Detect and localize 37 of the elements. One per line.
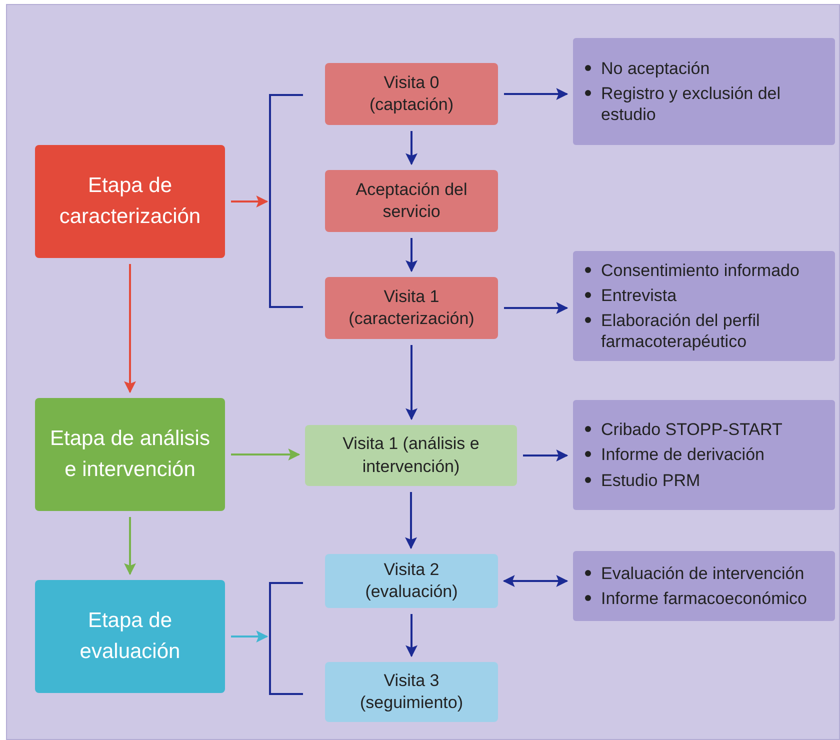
note-box: [573, 400, 835, 510]
arrow: [231, 448, 300, 460]
bullet-item: Informe de derivación: [601, 444, 764, 466]
stage-box: Etapa de análisis e intervención: [35, 398, 225, 511]
arrow: [523, 450, 568, 462]
bullet-item: No aceptación: [601, 58, 710, 79]
arrow: [504, 88, 568, 100]
arrow: [406, 131, 418, 166]
stage-box: Etapa de caracterización: [35, 145, 225, 258]
bullet-item: Elaboración del perfil farmacoterapéutico: [601, 310, 761, 352]
bullet-item: Evaluación de intervención: [601, 562, 804, 584]
visit-box: Visita 3 (seguimiento): [325, 662, 498, 722]
bullet-item: Registro y exclusión del estudio: [601, 82, 782, 126]
arrow: [124, 264, 136, 394]
bullet-item: Estudio PRM: [601, 470, 700, 491]
arrow: [406, 345, 418, 420]
arrow: [406, 238, 418, 272]
visit-box: Aceptación del servicio: [325, 170, 498, 232]
arrow: [231, 196, 268, 208]
note-box: [573, 551, 835, 621]
bullet-item: Informe farmacoeconómico: [601, 588, 807, 610]
visit-box: Visita 0 (captación): [325, 63, 498, 125]
arrow: [502, 575, 568, 587]
arrow: [405, 492, 417, 550]
arrow: [231, 630, 268, 642]
stage-box: Etapa de evaluación: [35, 580, 225, 693]
arrow: [504, 302, 568, 314]
visit-box: Visita 1 (caracterización): [325, 277, 498, 339]
visit-box: Visita 2 (evaluación): [325, 554, 498, 608]
note-box: [573, 38, 835, 145]
bullet-item: Entrevista: [601, 284, 677, 306]
note-box: [573, 251, 835, 361]
arrow: [406, 614, 418, 658]
bullet-item: Cribado STOPP-START: [601, 419, 782, 440]
visit-box: Visita 1 (análisis e intervención): [305, 425, 517, 486]
arrow: [124, 517, 136, 576]
bullet-item: Consentimiento informado: [601, 260, 800, 281]
